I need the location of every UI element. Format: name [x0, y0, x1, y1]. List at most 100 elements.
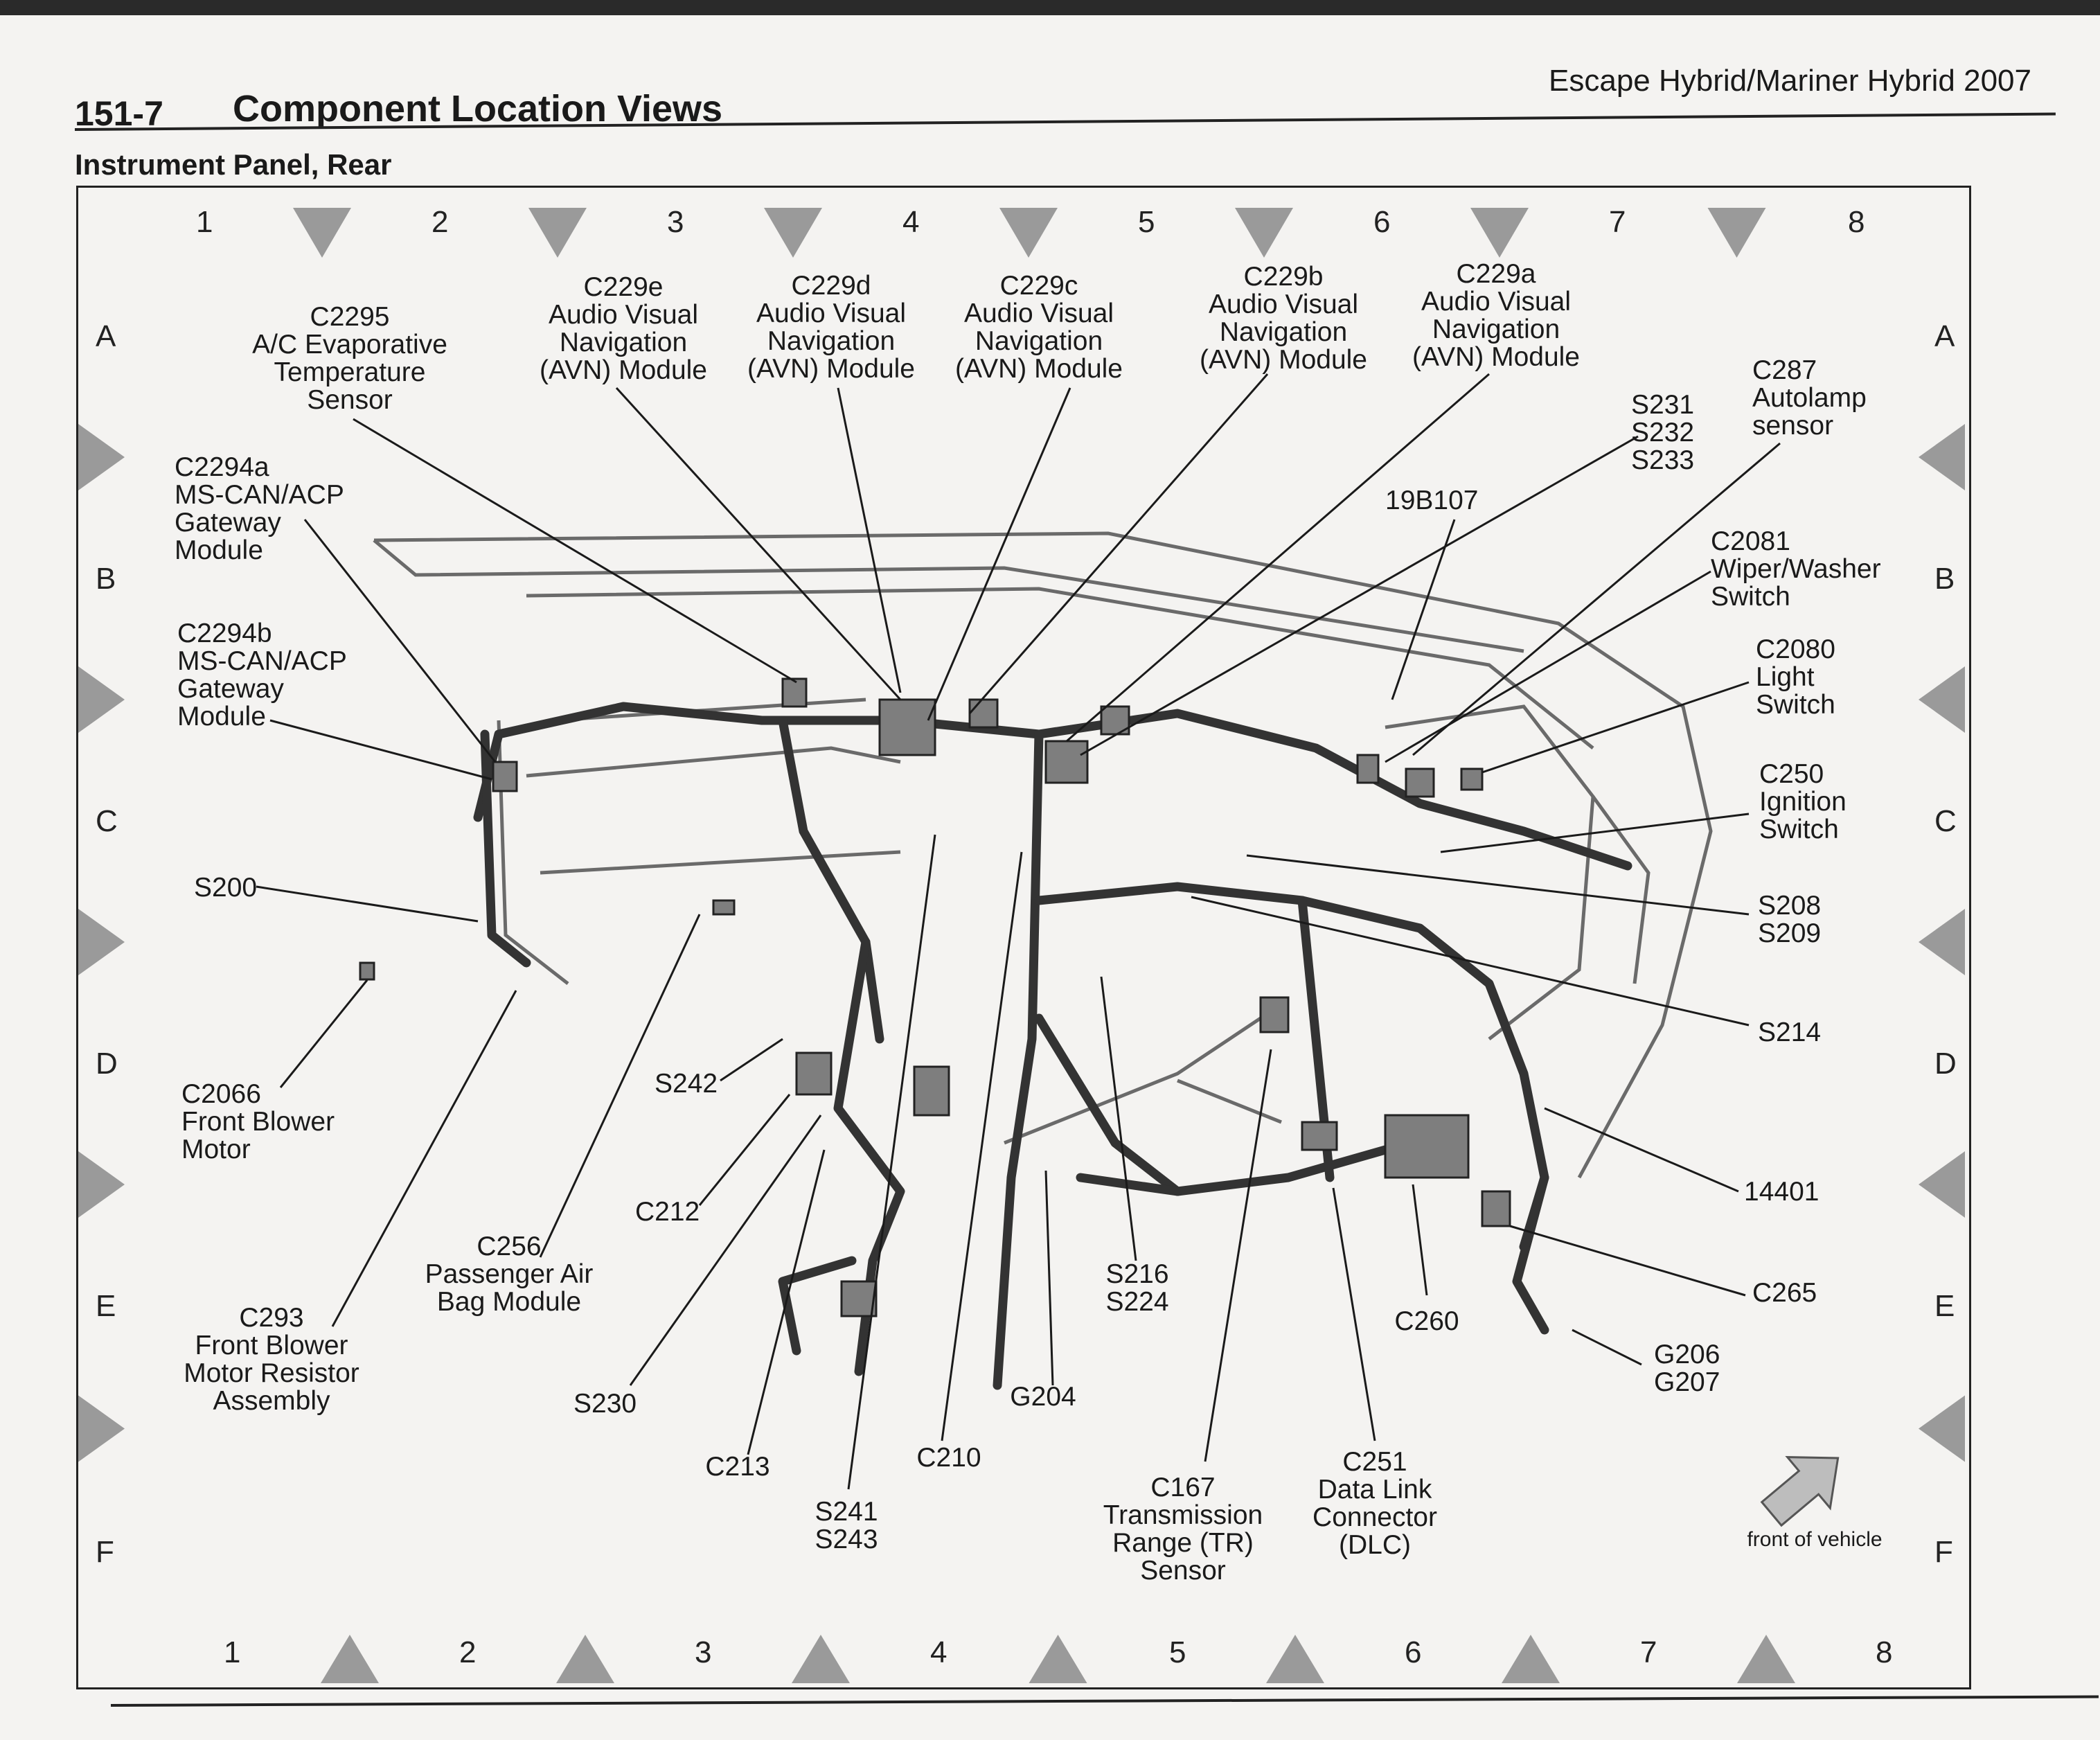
callout-line: Switch	[1759, 815, 1839, 844]
callout-line: C229d	[791, 271, 871, 301]
callout-line: C256	[477, 1232, 542, 1261]
callout-line: Ignition	[1759, 787, 1847, 817]
callout-line: C229b	[1243, 262, 1324, 292]
grid-column-top: 3	[667, 205, 684, 239]
callout-line: Motor Resistor	[184, 1358, 359, 1388]
grid-marker	[78, 424, 125, 490]
callout-line: C229e	[583, 272, 664, 302]
callout-c213: C213	[705, 1453, 769, 1481]
scan-edge	[0, 0, 2100, 15]
callout-line: Audio Visual	[548, 300, 699, 330]
callout-line: C2080	[1756, 634, 1835, 664]
callout-line: Navigation	[1219, 317, 1348, 347]
grid-marker	[1919, 909, 1965, 975]
callout-s200: S200	[194, 874, 257, 902]
grid-marker	[78, 666, 125, 733]
callout-line: Navigation	[975, 326, 1103, 356]
grid-marker	[1737, 1635, 1795, 1683]
callout-line: MS-CAN/ACP	[175, 480, 344, 510]
callout-line: S231	[1631, 390, 1695, 420]
view-title: Instrument Panel, Rear	[75, 148, 392, 181]
callout-line: Navigation	[1432, 314, 1560, 344]
front-arrow-icon	[1760, 1456, 1840, 1527]
callout-s230: S230	[573, 1390, 637, 1418]
grid-column-top: 8	[1848, 205, 1865, 239]
callout-line: Module	[175, 535, 263, 565]
callout-line: Data Link	[1317, 1475, 1432, 1504]
grid-marker	[78, 1395, 125, 1462]
callout-line: S200	[194, 873, 258, 903]
callout-line: Range (TR)	[1112, 1528, 1254, 1558]
callout-c212: C212	[635, 1198, 700, 1226]
grid-row-right: E	[1934, 1289, 1955, 1323]
callout-line: C212	[635, 1197, 700, 1227]
grid-marker	[293, 208, 351, 258]
grid-row-right: B	[1934, 562, 1955, 596]
callout-line: S208	[1758, 891, 1822, 921]
callout-front: front of vehicle	[1747, 1526, 1882, 1554]
callout-s214: S214	[1758, 1019, 1821, 1047]
callout-line: (AVN) Module	[1412, 342, 1581, 372]
callout-line: C2294a	[175, 452, 269, 482]
callout-c210: C210	[916, 1444, 981, 1472]
callout-line: C293	[239, 1303, 304, 1333]
grid-column-bottom: 1	[224, 1635, 241, 1669]
callout-line: G206	[1654, 1340, 1720, 1369]
grid-row-right: C	[1934, 804, 1957, 838]
callout-line: C251	[1342, 1447, 1407, 1477]
callout-line: Autolamp	[1752, 383, 1867, 413]
grid-marker	[321, 1635, 379, 1683]
callout-line: Switch	[1711, 582, 1790, 612]
callout-line: Motor	[181, 1135, 251, 1164]
grid-marker	[1919, 1151, 1965, 1218]
grid-row-left: C	[96, 804, 118, 838]
grid-markers	[78, 208, 1965, 1683]
grid-row-left: E	[96, 1289, 116, 1323]
callout-line: Audio Visual	[963, 299, 1114, 328]
grid-row-right: F	[1934, 1535, 1953, 1569]
callout-line: C265	[1752, 1278, 1817, 1308]
grid-column-top: 4	[902, 205, 920, 239]
grid-column-bottom: 5	[1169, 1635, 1186, 1669]
callout-line: G204	[1010, 1382, 1076, 1412]
callout-line: Audio Visual	[756, 299, 907, 328]
grid-column-bottom: 4	[930, 1635, 947, 1669]
callout-c260: C260	[1394, 1308, 1459, 1335]
callout-s242: S242	[655, 1070, 718, 1098]
grid-column-bottom: 7	[1640, 1635, 1657, 1669]
callout-line: Module	[177, 702, 266, 731]
grid-marker	[764, 208, 822, 258]
callout-line: front of vehicle	[1747, 1528, 1883, 1551]
callout-line: 14401	[1744, 1177, 1819, 1207]
callout-line: C2295	[310, 302, 390, 332]
callout-line: C229c	[999, 271, 1078, 301]
callout-line: A/C Evaporative	[252, 330, 447, 359]
callout-line: S242	[655, 1069, 718, 1099]
grid-row-right: D	[1934, 1047, 1957, 1081]
callout-line: (AVN) Module	[539, 355, 708, 385]
callout-line: Front Blower	[181, 1107, 335, 1137]
callout-line: Sensor	[1140, 1556, 1226, 1586]
callout-line: C2294b	[177, 619, 272, 648]
diagram-frame	[76, 186, 1971, 1689]
callout-line: (AVN) Module	[954, 354, 1123, 384]
grid-column-bottom: 3	[695, 1635, 712, 1669]
callout-line: C213	[705, 1452, 770, 1482]
callout-line: C250	[1759, 759, 1824, 789]
grid-marker	[999, 208, 1058, 258]
callout-line: (AVN) Module	[1199, 345, 1368, 375]
callout-c265: C265	[1752, 1279, 1817, 1307]
